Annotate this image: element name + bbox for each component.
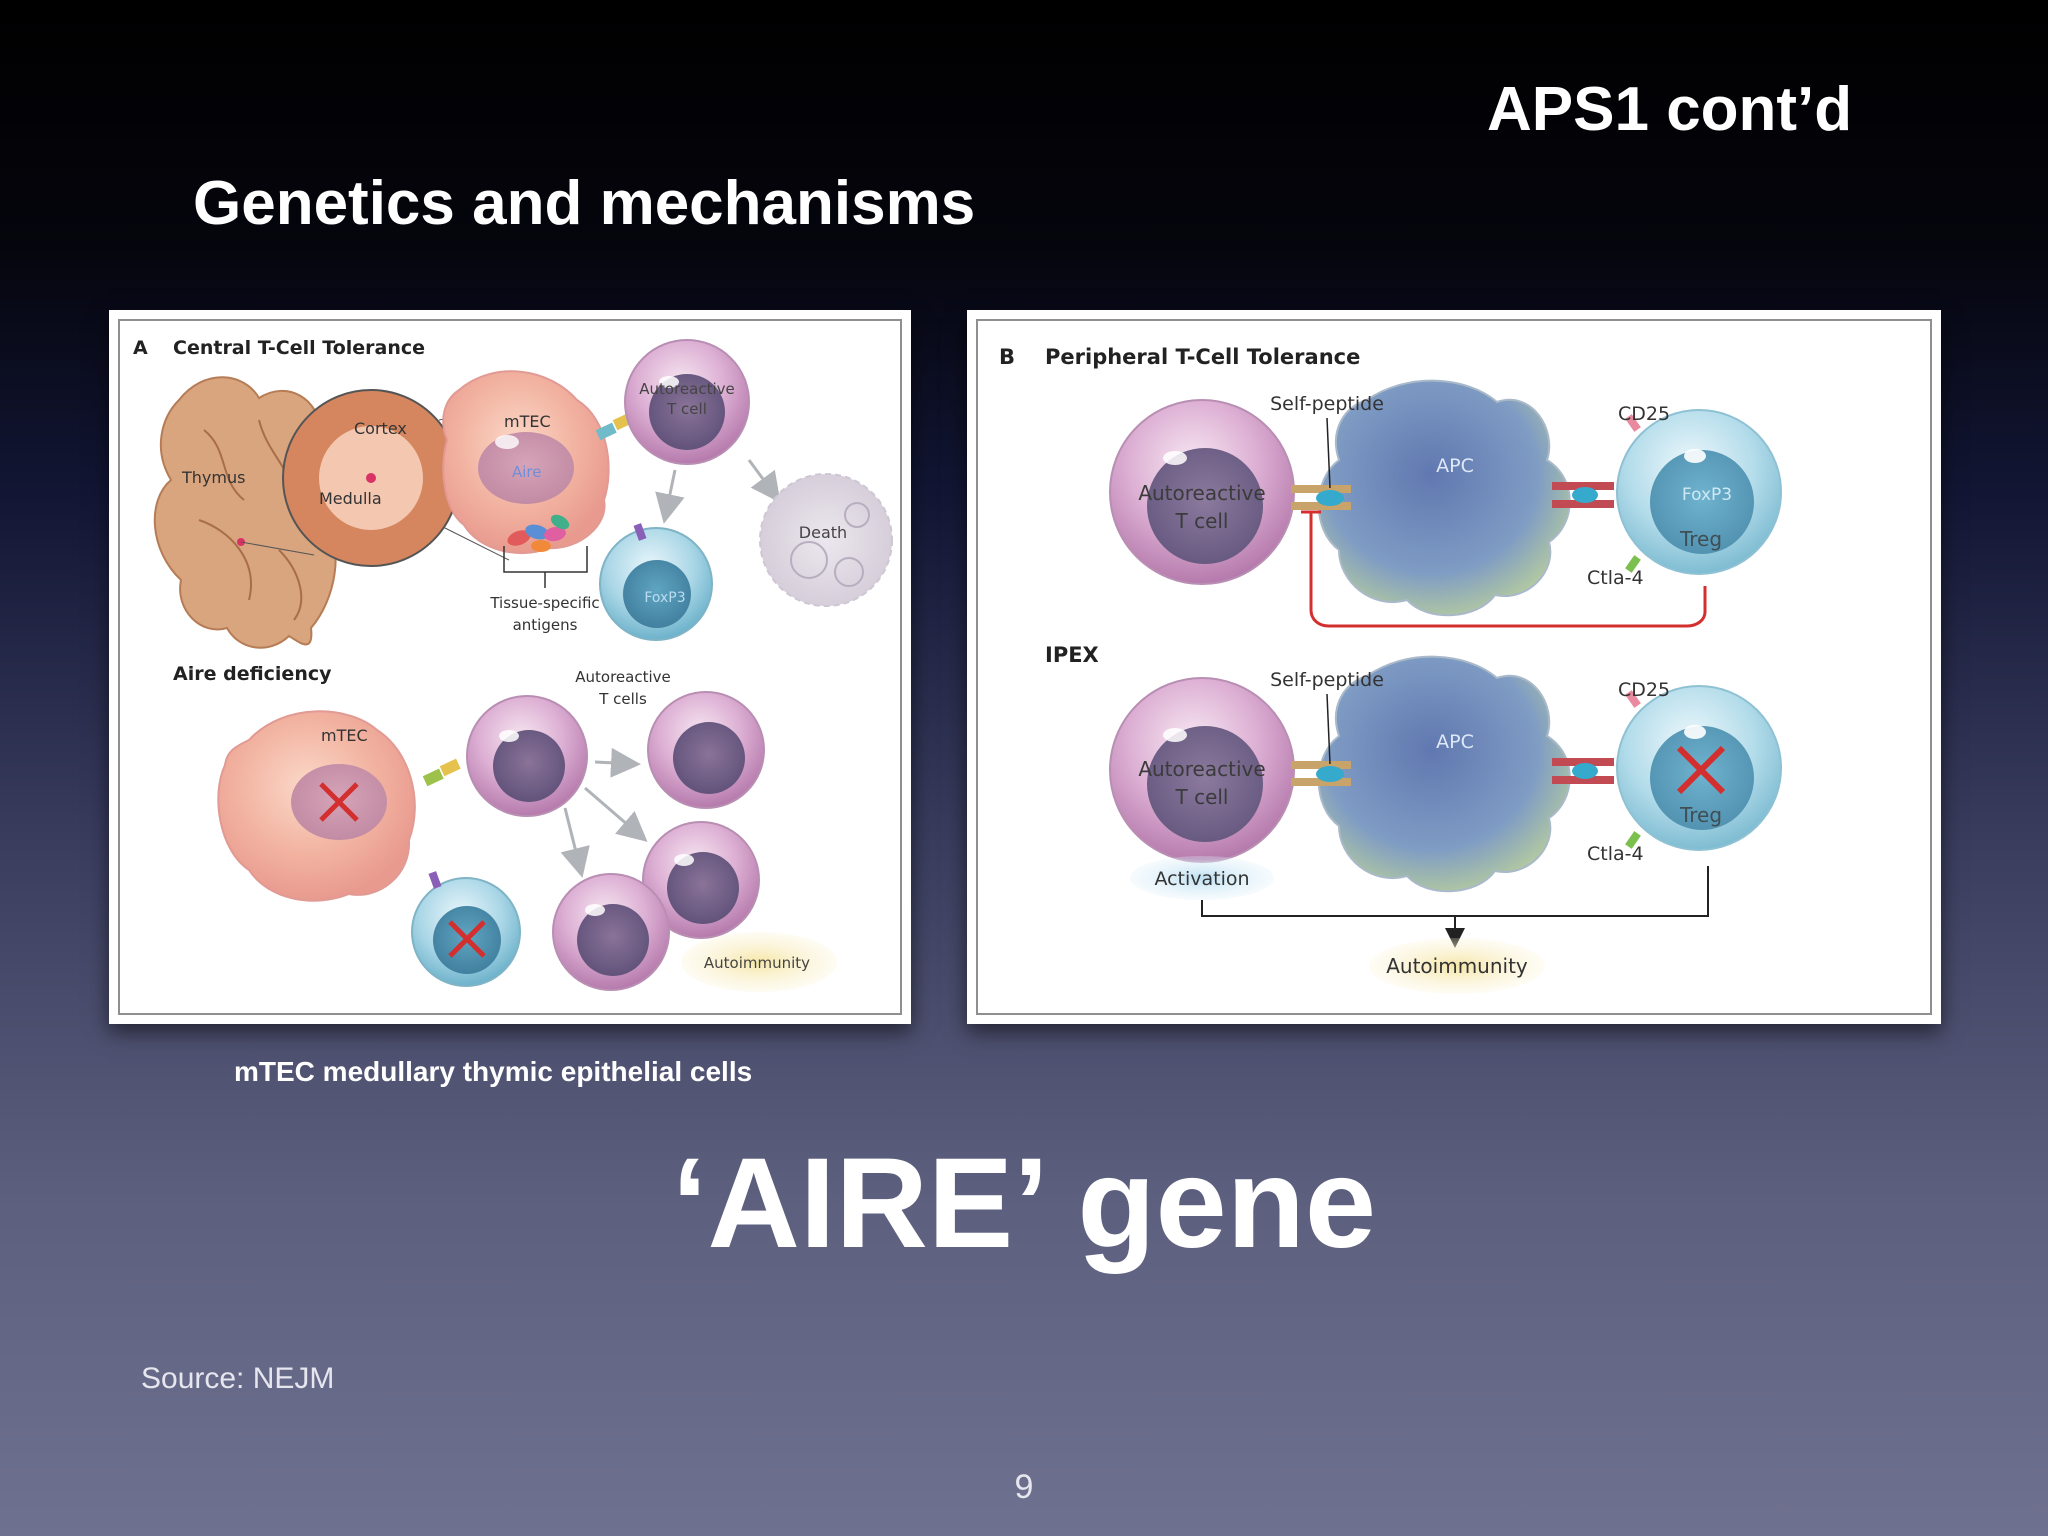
autoreactive-t-cell [624,339,750,465]
cd25-label: CD25 [1618,403,1670,425]
cd25-label: CD25 [1618,679,1670,701]
apc-label: APC [1436,731,1474,753]
panel-letter: B [999,345,1015,369]
mtec-label: mTEC [504,412,551,431]
mtec-cell [442,370,610,555]
panel-border [976,319,1932,1015]
arrow [747,459,781,503]
zoom-line [240,541,315,556]
autoreactive-label: T cell [1175,785,1229,809]
thymus-label: Thymus [181,468,245,487]
treg-cell [599,523,713,641]
autoimmunity-label: Autoimmunity [704,954,810,972]
foxp3-label: FoxP3 [1682,485,1732,505]
mtec-deficient-label: mTEC [321,726,368,745]
autoreactive-label: Autoreactive [1138,757,1265,781]
autoimmunity-halo [1369,938,1545,994]
ctla4-label: Ctla-4 [1587,843,1644,865]
autoreactive-t-cell [1109,677,1295,863]
autoreactive-t-cell [552,873,670,991]
self-peptide-label: Self-peptide [1270,393,1384,415]
panel-title: Central T-Cell Tolerance [173,337,425,359]
autoreactive-cells-label: Autoreactive [575,668,671,686]
foxp3-label: FoxP3 [644,590,685,606]
treg-label: Treg [1679,527,1722,551]
medulla-label: Medulla [319,489,382,508]
ctla4-receptor [1552,482,1614,508]
aire-label: Aire [512,463,542,481]
apc-label: APC [1436,455,1474,477]
source-note: Source: NEJM [141,1362,335,1395]
arrow [655,469,685,524]
death-label: Death [799,523,847,542]
ipex-heading: IPEX [1045,643,1099,667]
treg-label: Treg [1679,803,1722,827]
panel-letter: A [133,337,148,359]
slide-subtitle: Genetics and mechanisms [193,169,976,238]
tcr-mhc-receptor [1291,485,1351,510]
autoreactive-label: T cell [1175,509,1229,533]
tissue-antigens-label: Tissue-specific [489,594,599,612]
treg-deficient-cell [1616,685,1782,851]
figure-caption: mTEC medullary thymic epithelial cells [234,1056,753,1087]
arrow [584,786,648,842]
ctla4-receptor [1552,758,1614,784]
aire-deficiency-heading: Aire deficiency [173,663,332,685]
autoreactive-label: T cell [666,400,707,418]
headline-text: ‘AIRE’ gene [671,1132,1377,1275]
page-number: 9 [1014,1468,1034,1506]
central-tolerance-figure: A Central T-Cell Tolerance Thymus Cortex… [109,310,911,1024]
apc-cell [1317,379,1571,617]
mtec-deficient-cell [217,710,416,902]
pointer-line [1326,693,1331,765]
slide-title: APS1 cont’d [1487,75,1853,144]
apoptotic-cell [759,473,893,607]
arrow [594,747,641,778]
autoreactive-t-cell [642,821,760,939]
panel-border [118,319,902,1015]
autoreactive-label: Autoreactive [639,380,735,398]
activation-halo [1130,856,1274,900]
autoreactive-cells-label: T cells [598,690,647,708]
central-tolerance-diagram: A Central T-Cell Tolerance Thymus Cortex… [118,319,902,1015]
peripheral-tolerance-figure: B Peripheral T-Cell Tolerance Autoreacti… [967,310,1941,1024]
autoreactive-t-cell [647,691,765,809]
zoom-line [438,524,510,561]
thymus-magnified [282,389,460,567]
cortex-label: Cortex [354,419,407,438]
tissue-antigens [503,514,588,588]
autoimmunity-label: Autoimmunity [1386,954,1528,978]
tcr-mhc-receptor [1291,761,1351,786]
autoreactive-t-cell [466,695,588,817]
activation-label: Activation [1154,868,1249,890]
apc-cell [1317,655,1571,893]
autoreactive-label: Autoreactive [1138,481,1265,505]
self-peptide-label: Self-peptide [1270,669,1384,691]
peripheral-tolerance-diagram: B Peripheral T-Cell Tolerance Autoreacti… [976,319,1932,1015]
autoimmunity-halo [681,932,837,992]
arrow [560,807,590,878]
tissue-antigens-label: antigens [513,616,578,634]
treg-cell [1616,409,1782,575]
tcr-mhc-receptor [422,758,461,787]
panel-title: Peripheral T-Cell Tolerance [1045,345,1360,369]
ctla4-label: Ctla-4 [1587,567,1644,589]
suppression-line [1309,512,1707,628]
treg-deficient-cell [411,871,521,987]
pointer-line [1326,417,1331,489]
